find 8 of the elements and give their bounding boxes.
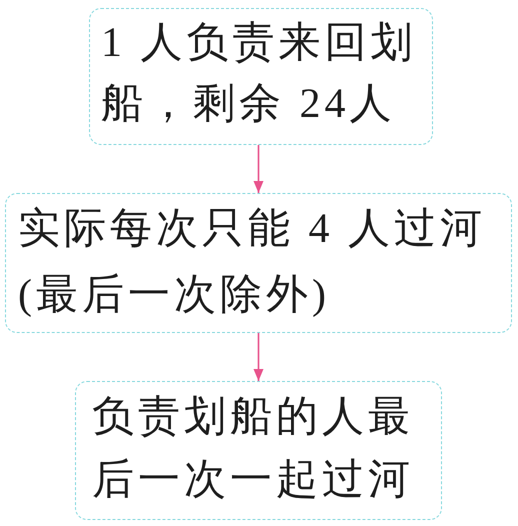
process-box (5, 193, 512, 333)
process-box (75, 381, 442, 520)
arrow (254, 333, 264, 381)
step-text: 实际每次只能 4 人过河(最后一次除外) (18, 205, 487, 320)
step-text: 1 人负责来回划船，剩余 24人 (101, 19, 418, 129)
arrow (254, 145, 264, 193)
step-text: 负责划船的人最后一次一起过河 (92, 393, 415, 505)
process-box (89, 8, 433, 145)
